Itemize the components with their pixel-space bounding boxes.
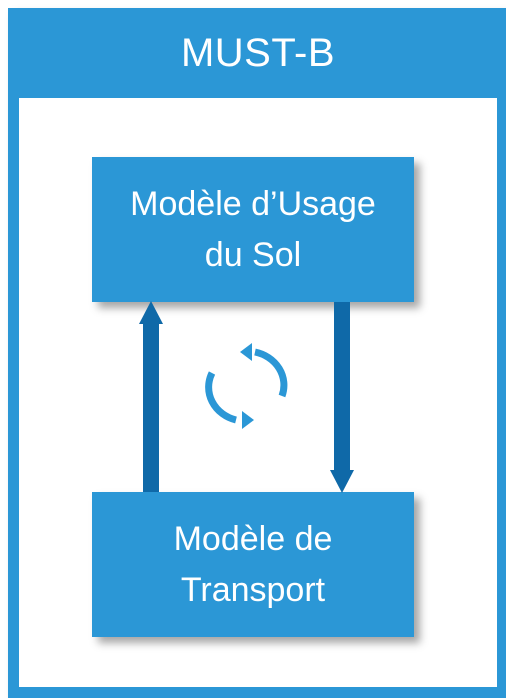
transport-model-box: Modèle de Transport [92,492,414,637]
refresh-cycle-icon [205,343,288,429]
transport-label-line2: Transport [180,570,326,609]
land-use-model-box: Modèle d’Usage du Sol [92,157,414,302]
land-use-label-line1: Modèle d’Usage [130,184,376,223]
up-arrow [139,301,163,492]
diagram-title: MUST-B [8,8,506,98]
down-arrow [330,302,354,493]
transport-label-line1: Modèle de [173,519,333,558]
land-use-label-line2: du Sol [204,235,302,274]
